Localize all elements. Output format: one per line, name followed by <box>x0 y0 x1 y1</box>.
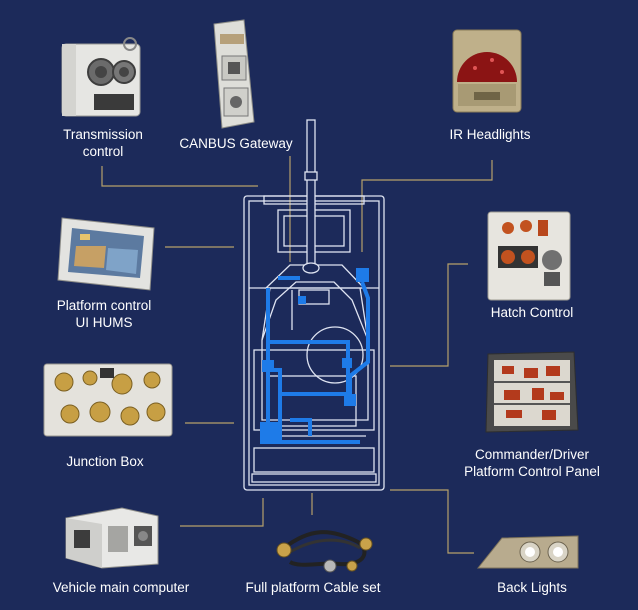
label-transmission-control: Transmission control <box>63 126 143 160</box>
computer-unit-icon <box>62 504 162 575</box>
label-platform-control: Platform control UI HUMS <box>57 297 152 331</box>
leader-ir <box>361 160 493 252</box>
label-line: Commander/Driver <box>474 447 590 462</box>
label-full-platform-cable-set: Full platform Cable set <box>245 579 380 596</box>
cable-set-icon <box>270 522 382 581</box>
label-line: Full platform Cable set <box>245 580 381 595</box>
label-canbus-gateway: CANBUS Gateway <box>179 135 292 152</box>
label-line: Junction Box <box>66 454 144 469</box>
label-hatch-control: Hatch Control <box>491 304 574 321</box>
label-line: IR Headlights <box>449 127 531 142</box>
label-vehicle-main-computer: Vehicle main computer <box>53 579 190 596</box>
label-line: UI HUMS <box>75 315 133 330</box>
transmission-control-icon <box>58 36 146 127</box>
antenna-mast <box>302 119 320 274</box>
label-back-lights: Back Lights <box>497 579 567 596</box>
leader-computer <box>180 498 264 527</box>
label-ir-headlights: IR Headlights <box>449 126 530 143</box>
label-junction-box: Junction Box <box>66 453 143 470</box>
label-commander-driver-panel: Commander/Driver Platform Control Panel <box>464 446 600 480</box>
canbus-gateway-icon <box>208 18 258 135</box>
back-light-icon <box>474 532 582 577</box>
leader-hatch <box>390 263 468 367</box>
label-line: CANBUS Gateway <box>179 136 293 151</box>
hatch-control-icon <box>486 210 574 309</box>
label-line: Transmission <box>63 127 143 142</box>
junction-box-icon <box>42 362 174 443</box>
display-panel-icon <box>56 216 158 297</box>
wiring-harness <box>266 276 370 444</box>
label-line: control <box>82 144 124 159</box>
label-line: Platform Control Panel <box>464 464 600 479</box>
label-line: Vehicle main computer <box>52 580 190 595</box>
ir-headlight-icon <box>450 28 524 121</box>
wiring-nodes <box>260 268 369 444</box>
control-panel-icon <box>484 350 580 439</box>
leader-back <box>390 489 474 554</box>
label-line: Back Lights <box>497 580 567 595</box>
label-line: Platform control <box>56 298 152 313</box>
label-line: Hatch Control <box>490 305 574 320</box>
leader-transmission <box>101 166 258 187</box>
